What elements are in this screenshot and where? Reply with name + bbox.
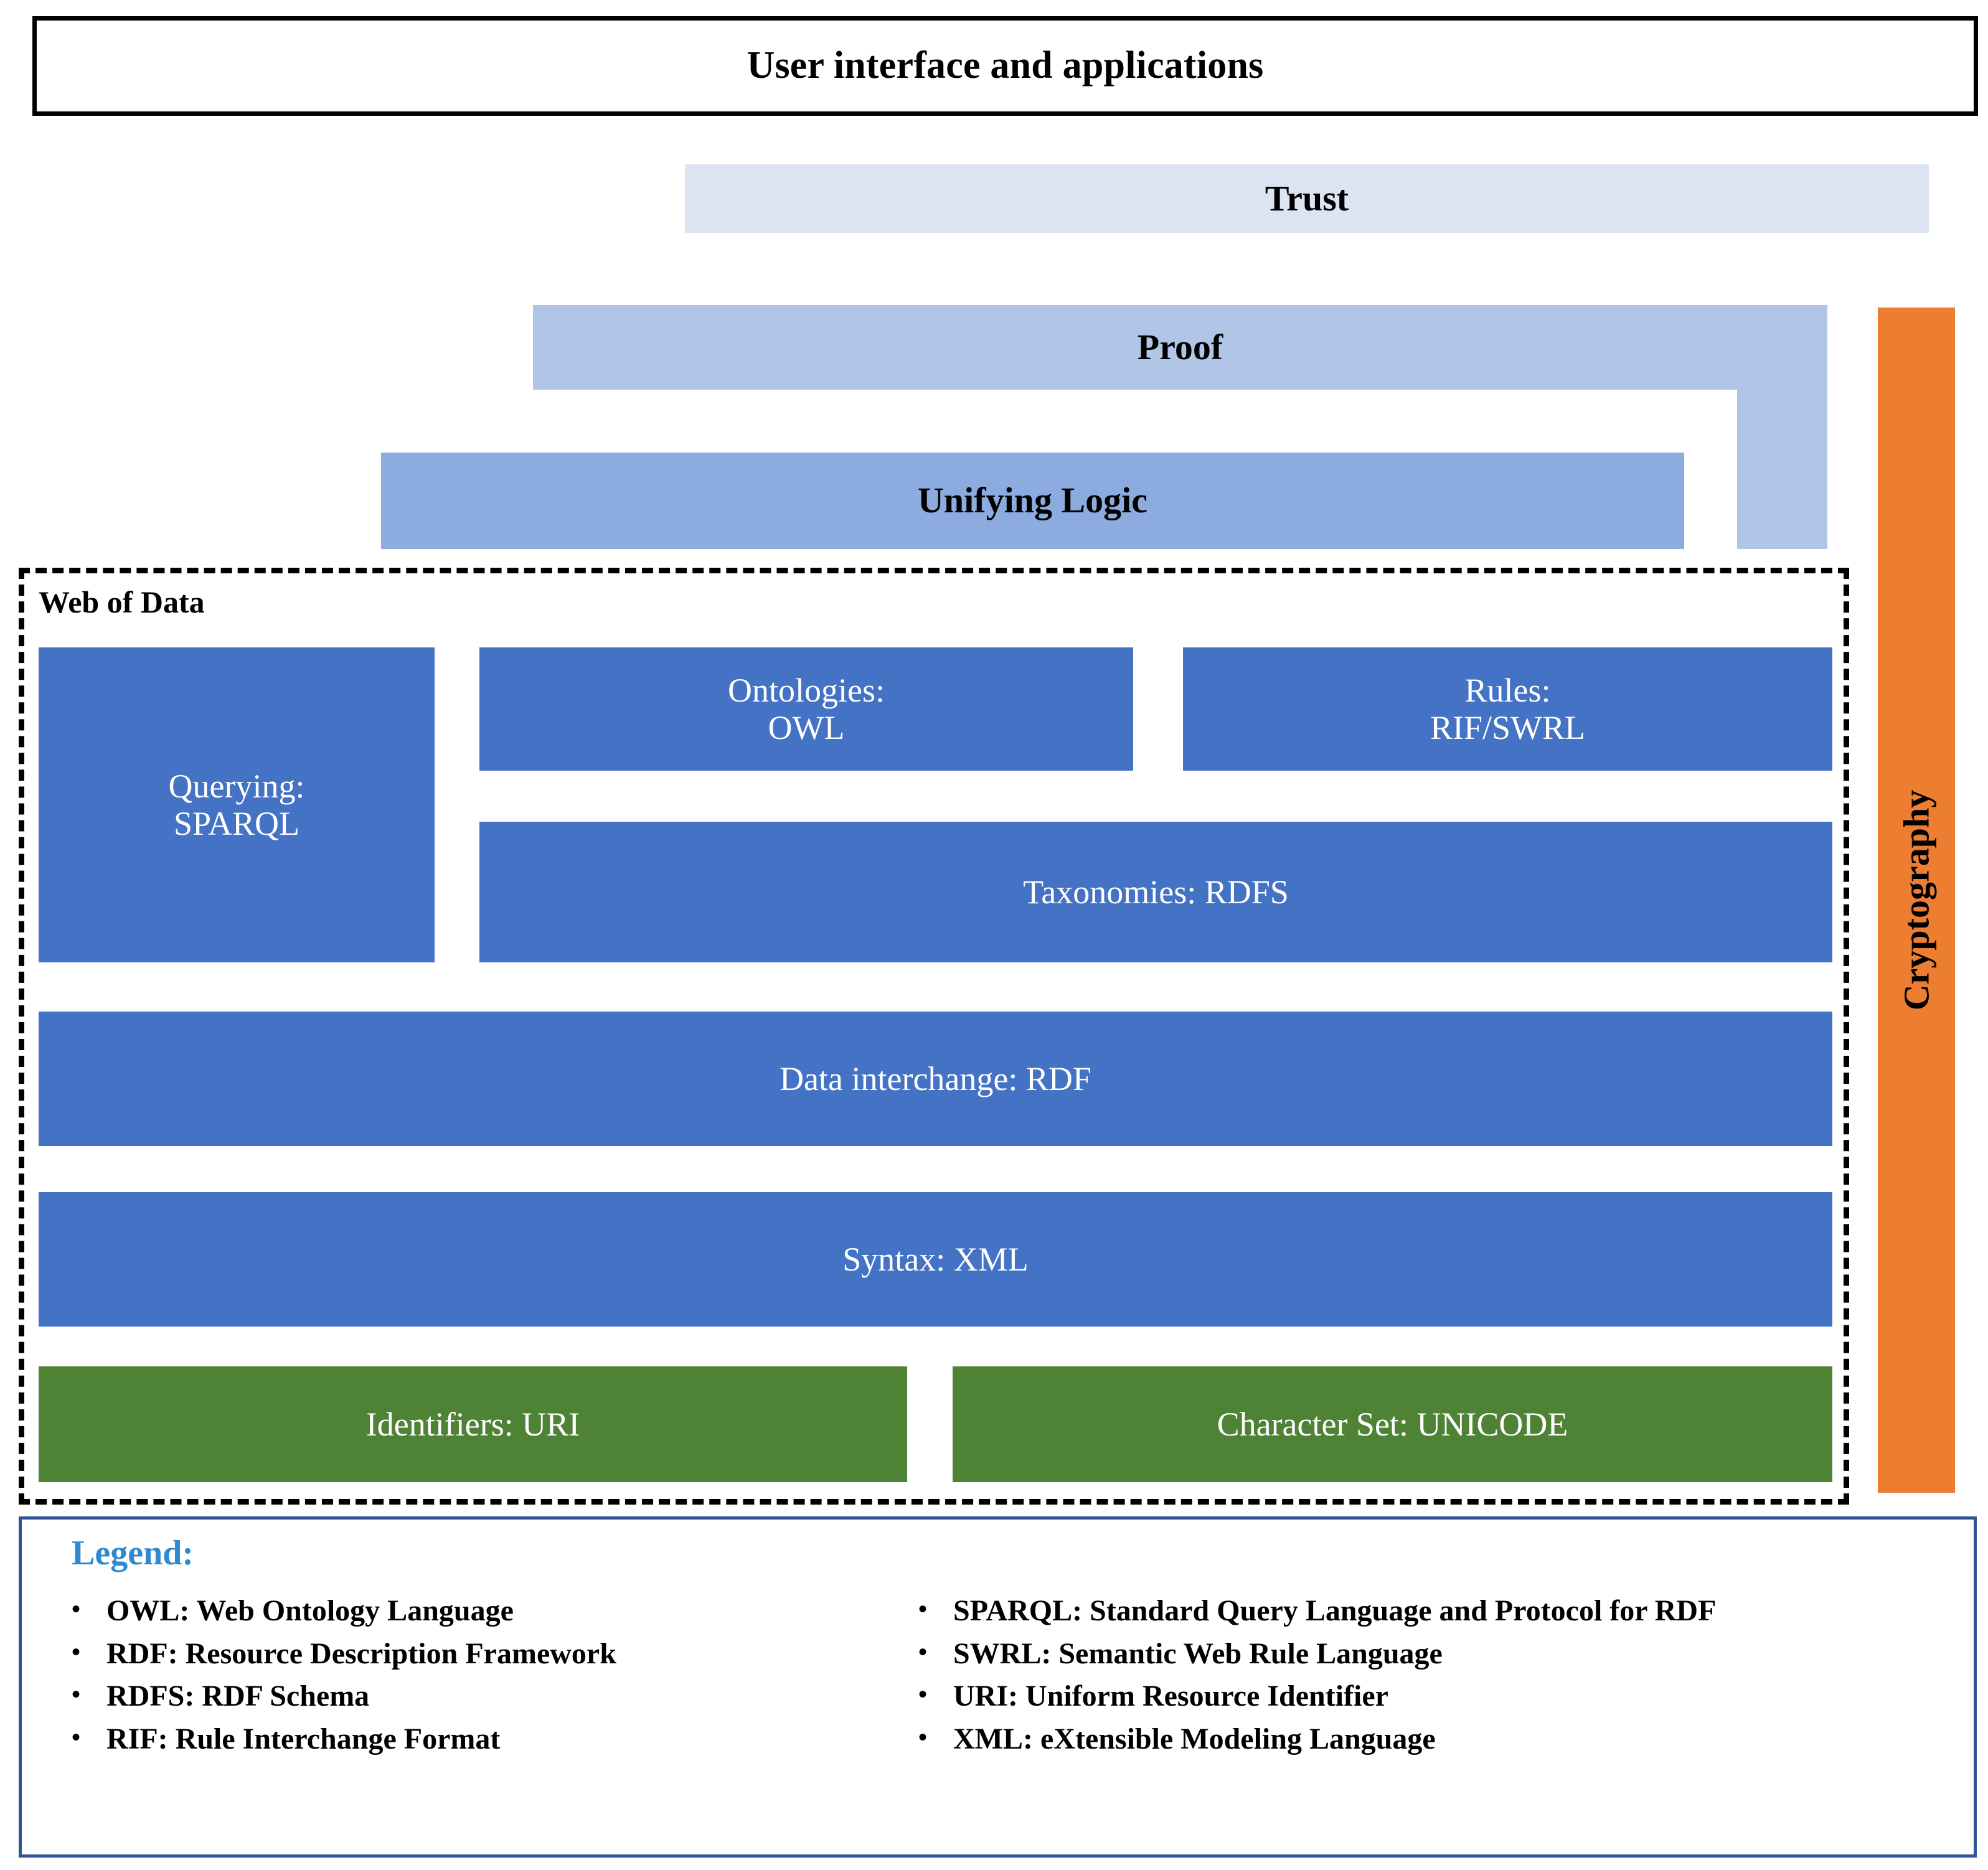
user-interface-layer: User interface and applications [32,16,1978,116]
legend-column-right: • SPARQL: Standard Query Language and Pro… [918,1593,1939,1764]
bullet-icon: • [918,1637,928,1666]
trust-label: Trust [1265,177,1349,218]
block-syntax: Syntax: XML [39,1192,1832,1327]
block-rules: Rules:RIF/SWRL [1183,647,1832,771]
cryptography-column: Cryptography [1878,308,1955,1493]
legend-item-text: SWRL: Semantic Web Rule Language [953,1637,1443,1670]
block-character-set: Character Set: UNICODE [953,1366,1832,1482]
legend-item: • XML: eXtensible Modeling Language [918,1721,1939,1758]
user-interface-label: User interface and applications [747,44,1264,87]
legend-item-text: RDF: Resource Description Framework [106,1637,616,1670]
block-data-interchange-label: Data interchange: RDF [780,1060,1091,1097]
proof-layer-tail [1737,390,1827,549]
legend-item: • SWRL: Semantic Web Rule Language [918,1636,1939,1673]
bullet-icon: • [918,1595,928,1623]
legend-panel: Legend: • OWL: Web Ontology Language • RDF:… [19,1516,1977,1858]
block-ontologies-label: Ontologies:OWL [728,671,885,746]
proof-label: Proof [1137,326,1223,367]
legend-item: • URI: Uniform Resource Identifier [918,1678,1939,1715]
legend-item: • RDF: Resource Description Framework [72,1636,925,1673]
bullet-icon: • [72,1595,81,1623]
trust-layer: Trust [685,164,1929,233]
block-taxonomies: Taxonomies: RDFS [479,822,1832,962]
bullet-icon: • [72,1680,81,1709]
block-querying: Querying:SPARQL [39,647,435,962]
legend-column-left: • OWL: Web Ontology Language • RDF: Resourc… [72,1593,925,1764]
bullet-icon: • [72,1637,81,1666]
legend-item: • RIF: Rule Interchange Format [72,1721,925,1758]
unifying-logic-layer: Unifying Logic [381,453,1684,549]
bullet-icon: • [72,1722,81,1751]
block-taxonomies-label: Taxonomies: RDFS [1023,873,1289,911]
legend-item: • RDFS: RDF Schema [72,1678,925,1715]
legend-item-text: RDFS: RDF Schema [106,1680,370,1713]
legend-item: • OWL: Web Ontology Language [72,1593,925,1630]
block-identifiers: Identifiers: URI [39,1366,907,1482]
legend-item-text: URI: Uniform Resource Identifier [953,1680,1388,1713]
cryptography-label: Cryptography [1896,789,1937,1011]
block-identifiers-label: Identifiers: URI [365,1405,580,1443]
bullet-icon: • [918,1680,928,1709]
web-of-data-label: Web of Data [39,585,205,619]
legend-item: • SPARQL: Standard Query Language and Pro… [918,1593,1939,1630]
legend-item-text: XML: eXtensible Modeling Language [953,1722,1436,1755]
proof-layer: Proof [533,305,1827,390]
web-of-data-container [19,568,1849,1505]
legend-item-text: OWL: Web Ontology Language [106,1594,514,1627]
legend-item-text: SPARQL: Standard Query Language and Prot… [953,1594,1717,1627]
legend-title: Legend: [72,1534,194,1572]
block-syntax-label: Syntax: XML [842,1240,1029,1278]
bullet-icon: • [918,1722,928,1751]
unifying-logic-label: Unifying Logic [918,480,1147,521]
block-ontologies: Ontologies:OWL [479,647,1133,771]
legend-item-text: RIF: Rule Interchange Format [106,1722,501,1755]
block-data-interchange: Data interchange: RDF [39,1012,1832,1146]
block-rules-label: Rules:RIF/SWRL [1430,671,1586,746]
block-querying-label: Querying:SPARQL [168,767,305,842]
block-character-set-label: Character Set: UNICODE [1217,1405,1568,1443]
